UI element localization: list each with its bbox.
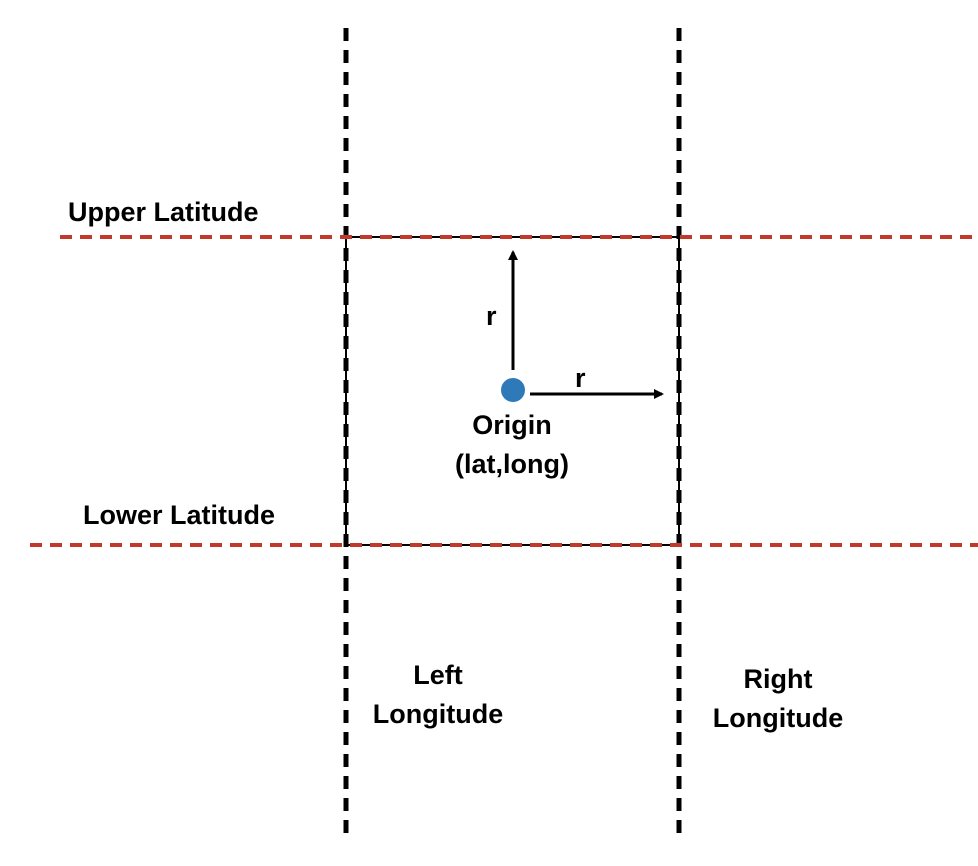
origin-coordinates-label: (lat,long) bbox=[455, 449, 569, 479]
horizontal-radius-label: r bbox=[575, 363, 586, 393]
upper-latitude-label: Upper Latitude bbox=[68, 197, 259, 227]
left-longitude-label: Left bbox=[413, 660, 463, 690]
origin-point bbox=[501, 378, 525, 402]
vertical-radius-label: r bbox=[486, 301, 497, 331]
origin-label: Origin bbox=[472, 410, 552, 440]
lower-latitude-label: Lower Latitude bbox=[83, 500, 275, 530]
right-longitude-label-line2: Longitude bbox=[713, 703, 843, 733]
right-longitude-label: Right bbox=[744, 664, 813, 694]
left-longitude-label-line2: Longitude bbox=[373, 699, 503, 729]
